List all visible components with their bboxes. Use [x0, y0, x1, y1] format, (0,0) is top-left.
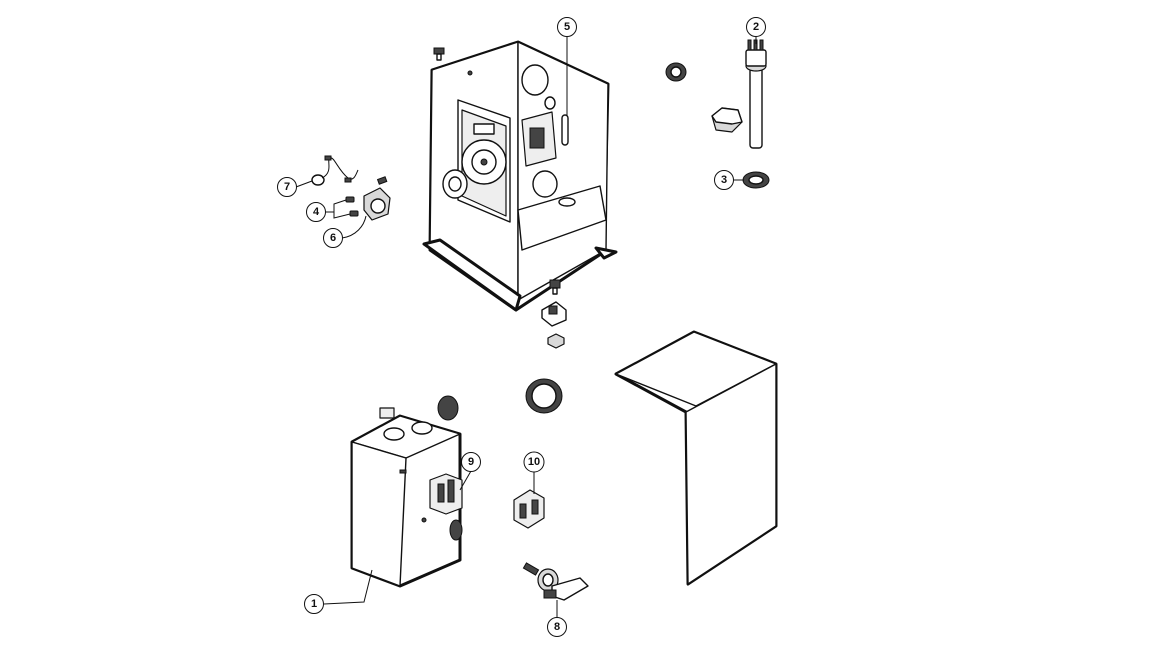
callout-7: 7 — [277, 177, 297, 197]
callout-8: 8 — [547, 617, 567, 637]
large-grommet — [525, 378, 563, 414]
part-2-cap-nut — [711, 107, 743, 133]
part-1-lower-unit — [350, 395, 463, 588]
callout-3: 3 — [714, 170, 734, 190]
main-housing — [422, 40, 618, 312]
part-2-probe — [745, 39, 767, 149]
part-6-bracket — [363, 176, 391, 221]
clamp-nut — [547, 333, 565, 349]
part-7-sensor — [311, 155, 359, 186]
part-3-washer — [742, 171, 770, 189]
callout-10: 10 — [523, 451, 545, 473]
part-10-switch — [513, 489, 545, 529]
housing-screw — [433, 47, 445, 61]
callout-3-label: 3 — [721, 174, 727, 186]
callout-4: 4 — [306, 202, 326, 222]
callout-4-label: 4 — [313, 206, 320, 218]
callout-9-label: 9 — [468, 456, 474, 468]
part-9-terminal-block — [429, 473, 463, 515]
clamp-bracket — [541, 301, 567, 327]
top-grommet — [665, 62, 687, 82]
callout-6-label: 6 — [330, 232, 336, 244]
callout-9: 9 — [461, 452, 481, 472]
callout-5: 5 — [557, 17, 577, 37]
callout-6: 6 — [323, 228, 343, 248]
callout-2: 2 — [746, 17, 766, 37]
part-4-screws — [345, 196, 359, 217]
callout-7-label: 7 — [284, 181, 290, 193]
callout-1-label: 1 — [311, 598, 317, 610]
callout-8-label: 8 — [554, 621, 560, 633]
callout-5-label: 5 — [564, 21, 570, 33]
part-8-knob — [522, 562, 589, 601]
cover-panel — [614, 330, 778, 586]
callout-10-label: 10 — [528, 456, 540, 468]
leader-lines — [295, 36, 757, 617]
callout-1: 1 — [304, 594, 324, 614]
clamp-screw — [549, 279, 561, 295]
callout-2-label: 2 — [753, 21, 759, 33]
